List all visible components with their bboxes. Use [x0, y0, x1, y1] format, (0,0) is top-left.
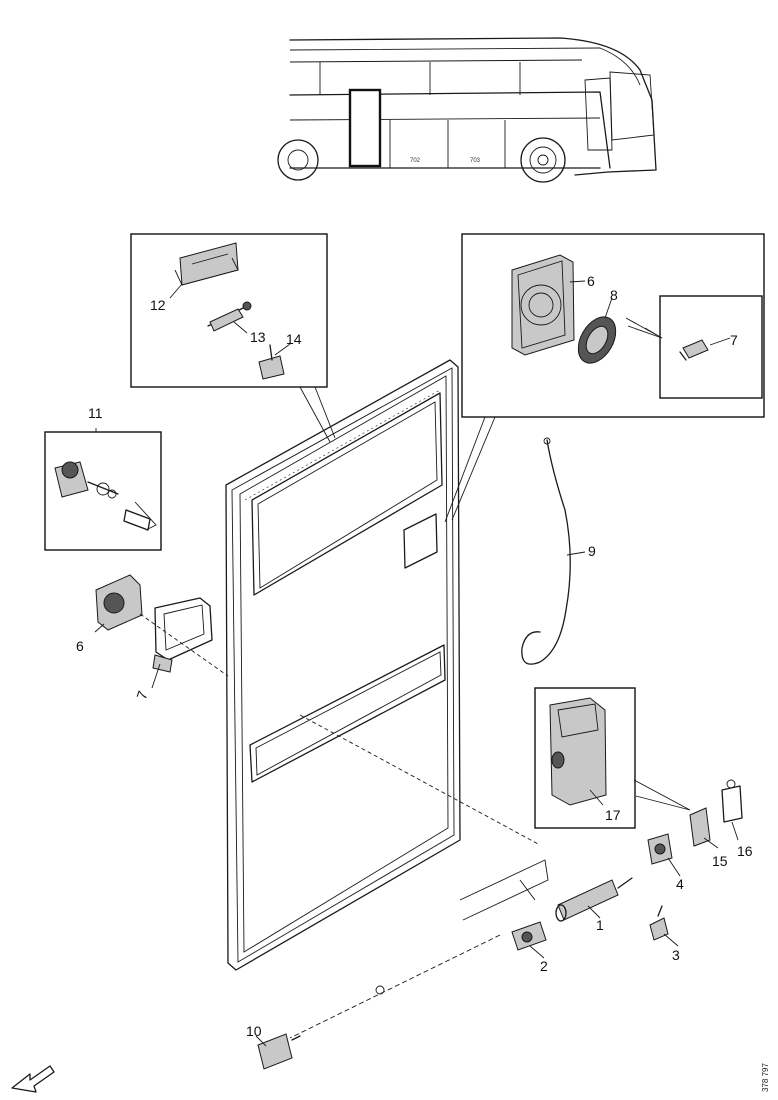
callout-6-lock: 6	[587, 273, 595, 289]
callout-17: 17	[605, 807, 621, 823]
callout-6-handle: 6	[76, 638, 84, 654]
forward-direction-arrow	[11, 1065, 55, 1093]
detail-box-lock-group	[444, 233, 765, 523]
callout-8: 8	[610, 287, 618, 303]
callout-4: 4	[676, 876, 684, 892]
callout-12: 12	[150, 297, 166, 313]
detail-box-hinge-group	[130, 233, 336, 443]
detail-box-bracket	[534, 687, 691, 829]
bus-label-a: 702	[410, 158, 421, 164]
callout-15: 15	[712, 853, 728, 869]
callout-14: 14	[286, 331, 302, 347]
release-cable	[521, 437, 586, 665]
hatch-door-panel	[225, 359, 461, 971]
callout-labels: 12 13 14 11 6 8 7 9 6 7 17 15 16 4 1 3 2…	[76, 273, 770, 1092]
callout-13: 13	[250, 329, 266, 345]
callout-leaders	[169, 280, 739, 1047]
callout-1: 1	[596, 917, 604, 933]
callout-10: 10	[246, 1023, 262, 1039]
lock-mechanism	[257, 714, 633, 1070]
reference-code: 378 797	[761, 1063, 770, 1092]
striker-parts	[647, 779, 743, 941]
highlighted-hatch	[348, 88, 382, 168]
detail-box-lock-cylinder	[44, 428, 162, 551]
callout-9: 9	[588, 543, 596, 559]
callout-2: 2	[540, 958, 548, 974]
callout-3: 3	[672, 947, 680, 963]
bus-label-b: 703	[470, 158, 481, 164]
callout-16: 16	[737, 843, 753, 859]
callout-7-subbox: 7	[730, 332, 738, 348]
callout-11: 11	[88, 405, 103, 421]
left-handle-parts	[94, 574, 229, 689]
callout-7-grip: 7	[133, 689, 151, 702]
bus-location-thumbnail: 702 703	[277, 37, 657, 183]
